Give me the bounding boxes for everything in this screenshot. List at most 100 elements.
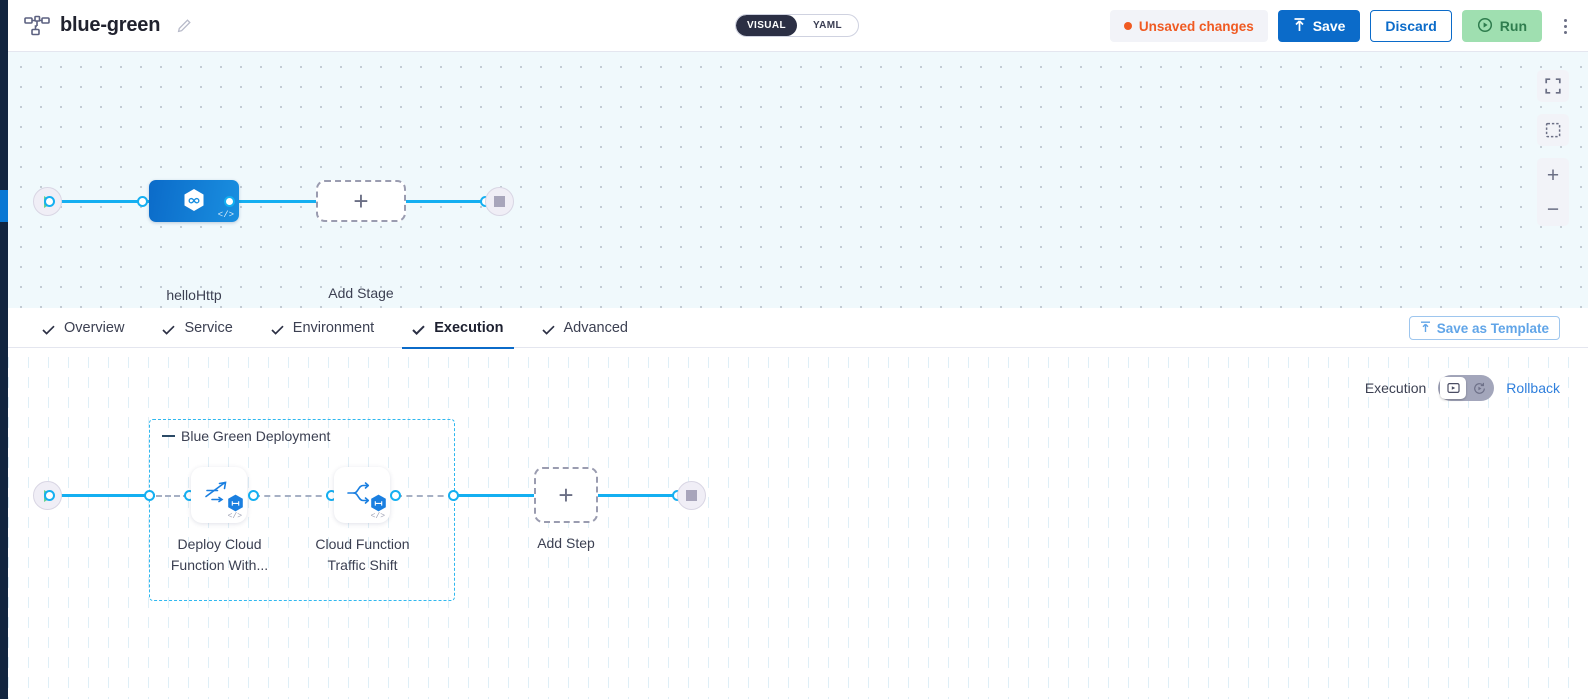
upload-icon <box>1293 17 1306 35</box>
connector-step1-to-step2 <box>254 495 332 497</box>
tab-execution-label: Execution <box>434 319 504 336</box>
connector-addstage-to-end <box>396 200 486 203</box>
end-node[interactable] <box>677 481 706 510</box>
collapse-icon[interactable] <box>162 434 175 438</box>
run-button[interactable]: Run <box>1461 10 1542 42</box>
add-stage-button[interactable]: + <box>316 180 406 222</box>
connector-step2-to-groupout <box>396 495 454 497</box>
left-nav-rail <box>0 0 8 699</box>
tab-service-label: Service <box>184 319 233 336</box>
connector-group-to-addstep <box>454 494 536 497</box>
hexagon-step-badge-icon <box>370 494 387 513</box>
tab-environment[interactable]: Environment <box>261 309 384 349</box>
step2-output-port[interactable] <box>390 490 401 501</box>
hexagon-link-icon <box>182 188 206 215</box>
zoom-out-button[interactable]: − <box>1546 197 1560 221</box>
tab-visual[interactable]: VISUAL <box>736 15 797 36</box>
pencil-icon[interactable] <box>176 18 192 34</box>
visual-yaml-toggle[interactable]: VISUAL YAML <box>735 14 859 37</box>
code-badge-icon: </> <box>217 210 234 220</box>
page-title: blue-green <box>60 14 161 36</box>
execution-rollback-switch: Execution Rollback <box>1364 375 1560 401</box>
add-step-label: Add Step <box>537 535 595 551</box>
add-stage-label: Add Stage <box>328 285 394 301</box>
play-circle-icon <box>1477 17 1493 36</box>
check-icon <box>412 323 425 335</box>
end-node[interactable] <box>485 187 514 216</box>
zoom-in-button[interactable]: + <box>1546 163 1560 187</box>
discard-button-label: Discard <box>1385 18 1437 34</box>
step-node-label-line1: Deploy Cloud <box>177 536 262 552</box>
connector-addstep-to-end <box>598 494 678 497</box>
unsaved-dot-icon <box>1123 22 1132 30</box>
header-actions: Unsaved changes Save Discard <box>1109 0 1578 52</box>
step-node-label-line2: Traffic Shift <box>327 557 398 573</box>
top-header: blue-green VISUAL YAML Unsaved changes <box>8 0 1588 52</box>
save-as-template-label: Save as Template <box>1436 320 1549 336</box>
unsaved-changes-label: Unsaved changes <box>1138 18 1254 34</box>
stage-canvas[interactable]: </> helloHttp + Add Stage <box>8 52 1588 308</box>
fit-to-selection-icon[interactable] <box>1537 114 1569 146</box>
canvas-controls: + − <box>1537 70 1569 226</box>
plus-icon: + <box>558 480 574 510</box>
stop-icon <box>494 196 505 207</box>
execution-rollback-toggle[interactable] <box>1438 375 1495 401</box>
group-output-port[interactable] <box>448 490 459 501</box>
tab-yaml[interactable]: YAML <box>812 20 842 31</box>
discard-button[interactable]: Discard <box>1370 10 1452 42</box>
execution-canvas[interactable]: Blue Green Deployment <box>8 348 1588 699</box>
check-icon <box>42 323 55 335</box>
start-node-port[interactable] <box>44 196 55 207</box>
code-badge-icon: </> <box>227 512 242 521</box>
rollback-link[interactable]: Rollback <box>1506 380 1560 396</box>
tab-service[interactable]: Service <box>152 309 242 349</box>
unsaved-changes-badge: Unsaved changes <box>1109 10 1268 42</box>
step-node-label-line2: Function With... <box>170 557 269 573</box>
step-group-title-label: Blue Green Deployment <box>181 428 331 444</box>
tab-overview-label: Overview <box>64 319 125 336</box>
zoom-controls[interactable]: + − <box>1537 158 1569 226</box>
tab-advanced[interactable]: Advanced <box>532 309 639 349</box>
header-left: blue-green <box>8 14 192 37</box>
connector-group-in <box>156 495 189 497</box>
step1-output-port[interactable] <box>248 490 259 501</box>
start-node-port[interactable] <box>44 490 55 501</box>
rollback-icon[interactable] <box>1466 382 1492 395</box>
kebab-menu-icon[interactable] <box>1552 10 1578 42</box>
stop-icon <box>686 490 697 501</box>
add-step-button[interactable]: + <box>534 467 598 523</box>
upload-template-icon <box>1420 321 1431 336</box>
connector-start-to-group <box>57 494 155 497</box>
execution-icon[interactable] <box>1440 377 1467 399</box>
check-icon <box>162 323 176 335</box>
plus-icon: + <box>353 186 369 216</box>
traffic-split-icon <box>346 480 378 511</box>
group-input-port[interactable] <box>144 490 155 501</box>
hexagon-step-badge-icon <box>227 494 244 513</box>
cloud-function-deploy-icon <box>203 479 235 512</box>
connector-stage-to-addstage <box>230 200 325 203</box>
stage-output-port[interactable] <box>224 196 235 207</box>
stage-config-tabs: Overview Service Environment Execution A… <box>8 308 1588 349</box>
step-node-deploy-cloud-function[interactable]: </> <box>191 467 247 523</box>
save-button-label: Save <box>1312 18 1346 34</box>
tab-execution[interactable]: Execution <box>402 309 514 349</box>
tab-environment-label: Environment <box>292 319 375 336</box>
step-group-blue-green-deployment[interactable]: Blue Green Deployment <box>149 419 455 601</box>
connector-start-to-stage <box>57 200 157 203</box>
save-as-template-button[interactable]: Save as Template <box>1408 316 1560 340</box>
execution-label: Execution <box>1364 380 1427 396</box>
stage-input-port[interactable] <box>137 196 148 207</box>
check-icon <box>271 323 284 335</box>
fullscreen-icon[interactable] <box>1537 70 1569 102</box>
code-badge-icon: </> <box>370 512 385 521</box>
tab-overview[interactable]: Overview <box>32 309 134 349</box>
save-button[interactable]: Save <box>1277 10 1361 42</box>
run-button-label: Run <box>1499 18 1527 34</box>
check-icon <box>541 323 555 335</box>
step-node-label-line1: Cloud Function <box>315 536 410 552</box>
left-nav-rail-active-indicator <box>0 190 8 222</box>
tab-advanced-label: Advanced <box>563 319 629 336</box>
step-node-cloud-function-traffic-shift[interactable]: </> <box>334 467 390 523</box>
